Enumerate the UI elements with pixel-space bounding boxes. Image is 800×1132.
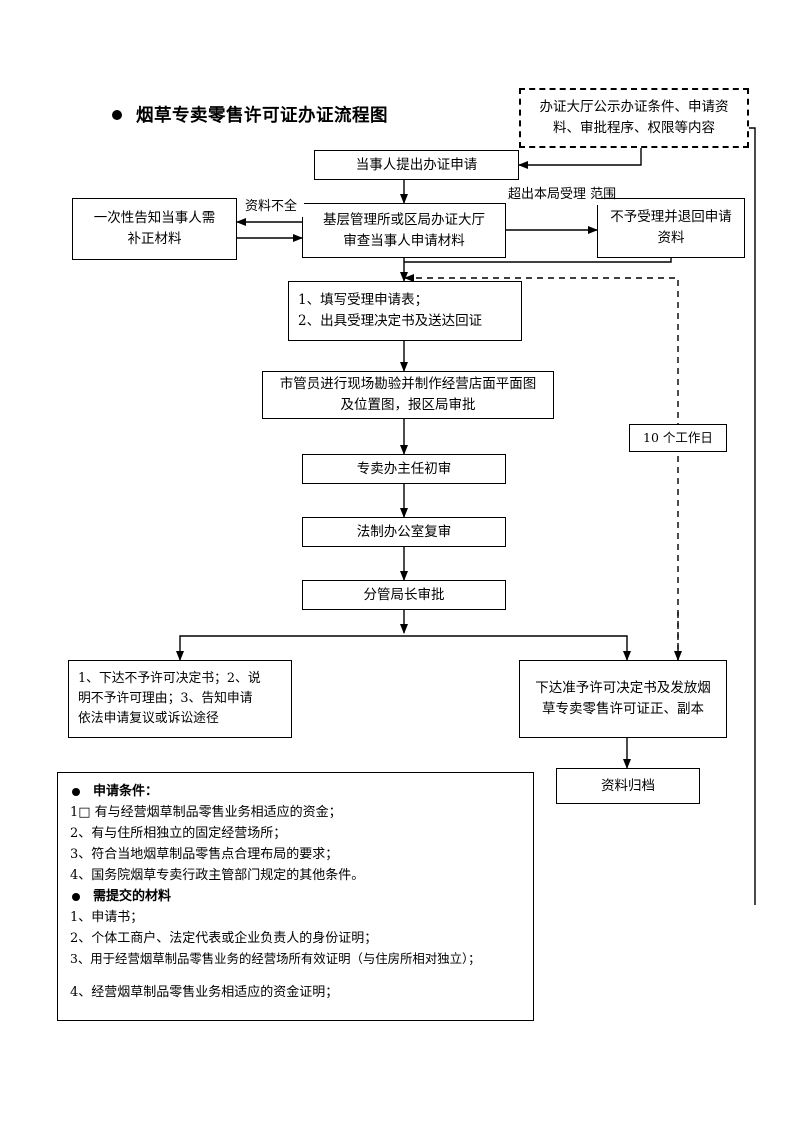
monopoly-office-first-review-box[interactable]: 专卖办主任初审 [302,454,506,484]
node-line: 依法申请复议或诉讼途径 [78,710,219,726]
requirements-panel: 申请条件： 1□ 有与经营烟草制品零售业务相适应的资金； 2、有与住所相独立的固… [57,772,534,1021]
node-line: 基层管理所或区局办证大厅 [323,211,485,228]
node-line: 1、填写受理申请表； [298,292,429,309]
one-time-notice-box[interactable]: 一次性告知当事人需 补正材料 [72,198,237,260]
bullet-icon [112,109,122,120]
material-item: 4、经营烟草制品零售业务相适应的资金证明； [70,985,339,1001]
material-spacer [58,969,533,982]
public-notice-box[interactable]: 办证大厅公示办证条件、申请资 料、审批程序、权限等内容 [519,88,749,148]
refuse-and-return-box[interactable]: 不予受理并退回申请 资料 [597,198,745,258]
edge-label-out-of-scope: 超出本局受理 范围 [508,186,616,205]
edge-label-line: 超出本局受理 [508,187,587,202]
page-title: 烟草专卖零售许可证办证流程图 [112,102,388,127]
node-line: 明不予许可理由；3、告知申请 [78,691,253,707]
site-survey-box[interactable]: 市管员进行现场勘验并制作经营店面平面图 及位置图，报区局审批 [262,371,554,419]
condition-item: 4、国务院烟草专卖行政主管部门规定的其他条件。 [70,868,365,884]
acceptance-steps-box[interactable]: 1、填写受理申请表； 2、出具受理决定书及送达回证 [288,281,522,341]
conn-notice-to-apply [518,148,642,169]
node-line: 料、审批程序、权限等内容 [553,120,715,136]
node-line: 审查当事人申请材料 [343,232,465,249]
edge-label-line: 范围 [590,187,617,202]
condition-item: 1□ 有与经营烟草制品零售业务相适应的资金； [70,805,342,821]
node-line: 资料归档 [601,777,655,794]
materials-header: 需提交的材料 [58,886,533,907]
node-line: 10 个工作日 [643,430,713,446]
node-line: 2、出具受理决定书及送达回证 [298,313,483,329]
node-line: 1、下达不予许可决定书；2、说 [78,671,261,687]
ten-working-days-box[interactable]: 10 个工作日 [629,424,727,452]
edge-label-line: 资料不全 [244,199,297,214]
grant-license-box[interactable]: 下达准予许可决定书及发放烟 草专卖零售许可证正、副本 [519,660,727,738]
materials-header-text: 需提交的材料 [93,889,172,905]
node-line: 下达准予许可决定书及发放烟 [535,680,711,697]
deputy-director-approval-box[interactable]: 分管局长审批 [302,580,506,610]
material-item: 3、用于经营烟草制品零售业务的经营场所有效证明（与住房所相对独立）； [70,951,481,967]
node-line: 补正材料 [127,231,182,247]
node-line: 分管局长审批 [363,586,445,603]
node-line: 当事人提出办证申请 [355,156,478,173]
node-line: 资料 [657,230,685,246]
node-line: 一次性告知当事人需 [93,210,216,227]
edge-label-incomplete-materials: 资料不全 [238,198,304,217]
conditions-header-text: 申请条件： [93,784,159,799]
material-item: 2、个体工商户、法定代表或企业负责人的身份证明； [70,931,378,947]
node-line: 及位置图，报区局审批 [340,397,476,413]
condition-item: 2、有与住所相独立的固定经营场所； [70,826,287,842]
conn-split-bar [179,635,628,644]
node-line: 市管员进行现场勘验并制作经营店面平面图 [279,376,537,393]
node-line: 草专卖零售许可证正、副本 [542,701,704,717]
node-line: 不予受理并退回申请 [610,209,732,226]
archive-box[interactable]: 资料归档 [556,768,700,804]
legal-office-re-review-box[interactable]: 法制办公室复审 [302,517,506,547]
conn-dashed-timeline-up [404,274,679,660]
node-line: 专卖办主任初审 [356,460,452,477]
applicant-submits-box[interactable]: 当事人提出办证申请 [314,150,519,180]
denial-decision-box[interactable]: 1、下达不予许可决定书；2、说 明不予许可理由；3、告知申请 依法申请复议或诉讼… [68,660,292,738]
conditions-header: 申请条件： [58,781,533,802]
grassroots-review-box[interactable]: 基层管理所或区局办证大厅 审查当事人申请材料 [302,203,506,258]
node-line: 办证大厅公示办证条件、申请资 [539,99,729,116]
bullet-icon [72,787,80,796]
bullet-icon [72,892,80,901]
material-item: 1、申请书； [70,910,144,926]
node-line: 法制办公室复审 [356,523,452,540]
condition-item: 3、符合当地烟草制品零售点合理布局的要求； [70,847,339,863]
conn-reject-return-horizontal [404,258,672,263]
page-title-text: 烟草专卖零售许可证办证流程图 [136,106,388,126]
